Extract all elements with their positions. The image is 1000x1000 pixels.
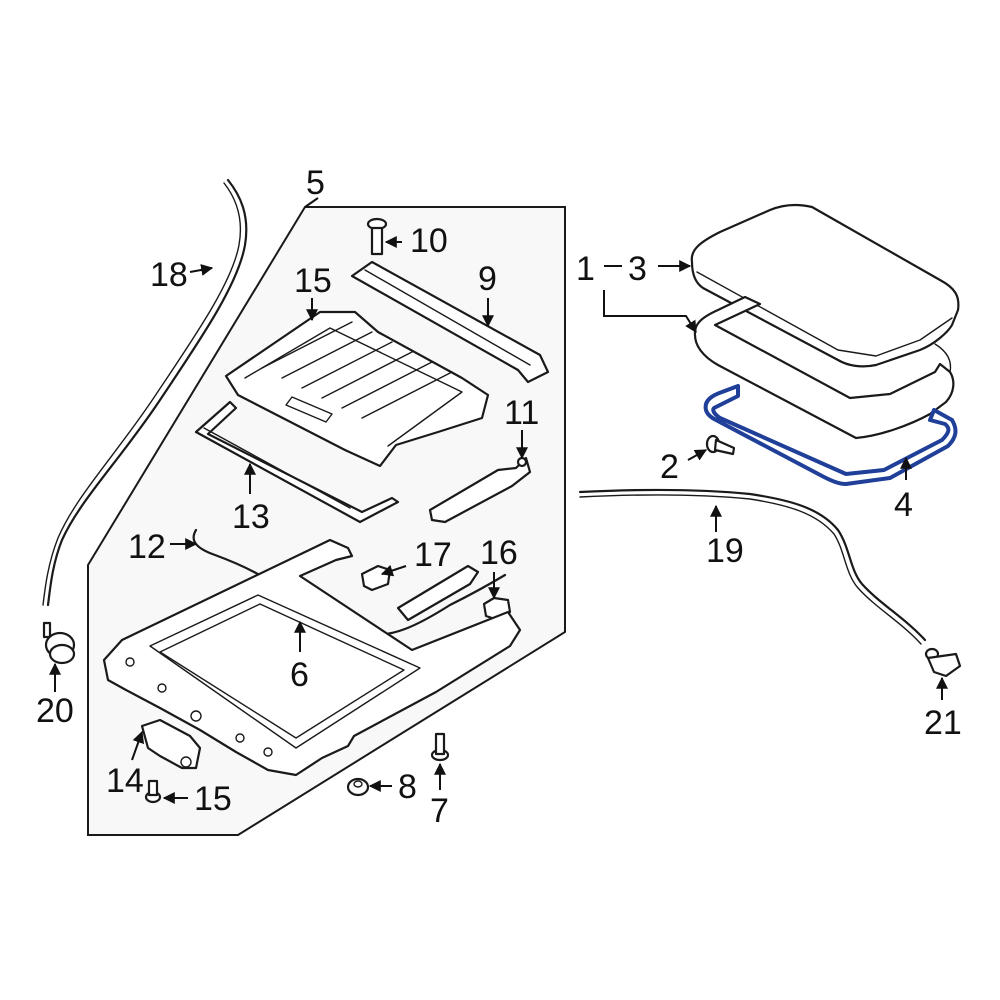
callout-1: 1 (576, 250, 595, 288)
front-drain-hose-18 (46, 178, 248, 607)
callout-16: 16 (480, 534, 518, 572)
callout-9: 9 (478, 260, 497, 298)
callout-14: 14 (106, 762, 144, 800)
callout-2: 2 (660, 448, 679, 486)
bolt-10 (366, 217, 388, 256)
callout-12: 12 (128, 528, 166, 566)
rear-drain-hose-19 (578, 488, 927, 642)
hose-clip-20 (42, 621, 76, 665)
guide-rail-right (396, 564, 480, 622)
callout-18: 18 (150, 256, 188, 294)
motor-bracket-14 (140, 718, 202, 770)
glass-subpanel-1 (693, 295, 955, 440)
callout-20: 20 (36, 692, 74, 730)
bolt-7 (430, 732, 450, 762)
sunshade-panel-15 (224, 310, 490, 468)
callout-21: 21 (924, 704, 962, 742)
callout-5-leader (304, 197, 319, 208)
rear-drain-hose-19-inner (579, 494, 922, 645)
callout-13: 13 (232, 498, 270, 536)
callout-5: 5 (306, 164, 325, 202)
callout-19: 19 (706, 532, 744, 570)
callout-17: 17 (414, 536, 452, 574)
callout-4: 4 (894, 486, 913, 524)
nut-8 (346, 777, 370, 797)
callout-8: 8 (398, 768, 417, 806)
callout-15-bottom: 15 (194, 780, 232, 818)
screw-2 (705, 434, 736, 456)
sunroof-frame-6 (102, 538, 522, 777)
front-drain-hose-18-inner (42, 182, 242, 606)
callout-10: 10 (410, 222, 448, 260)
weatherstrip-4 (703, 384, 958, 486)
guide-bracket-11 (428, 456, 532, 524)
callout-6: 6 (290, 656, 309, 694)
callout-11: 11 (504, 394, 539, 432)
seal-frame-13 (194, 400, 400, 524)
leader-lines (49, 236, 948, 804)
callout-3: 3 (628, 250, 647, 288)
front-rail-9 (350, 260, 550, 384)
glass-panel-3 (690, 203, 960, 368)
hose-clip-21 (924, 647, 962, 678)
callout-labels: 1 2 3 4 5 6 7 8 9 10 11 12 13 14 15 15 1… (36, 164, 962, 830)
callout-15-top: 15 (294, 262, 332, 300)
callout-7: 7 (430, 792, 449, 830)
screw-15 (144, 779, 162, 804)
